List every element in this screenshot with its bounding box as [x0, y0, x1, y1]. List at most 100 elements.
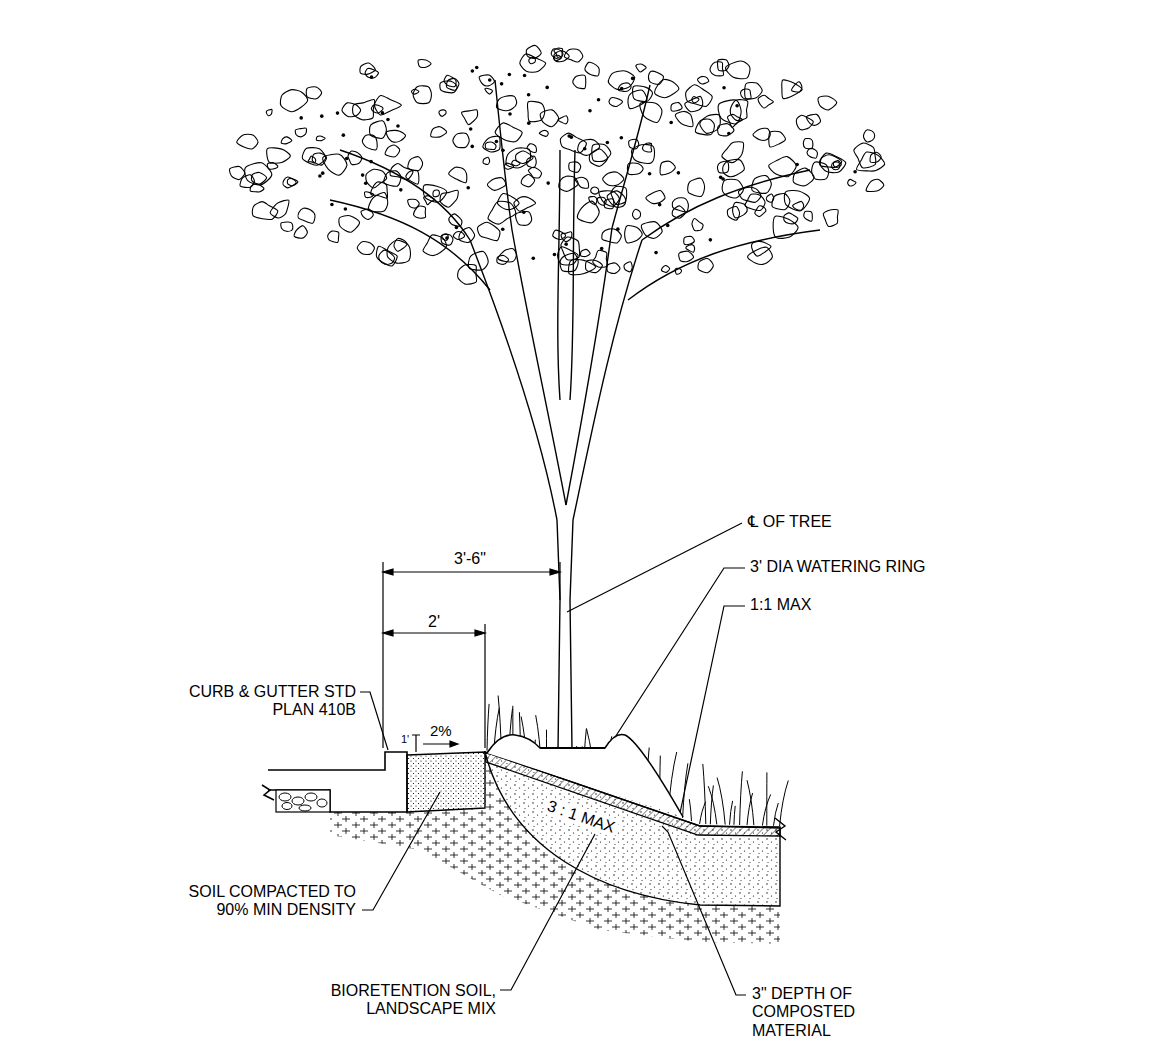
leaf-cluster	[560, 133, 586, 153]
leaf-dot	[522, 210, 526, 214]
grass-blade	[717, 778, 725, 825]
leaf-cluster	[685, 96, 703, 111]
leaf-cluster	[266, 109, 272, 115]
leaf-dot	[318, 174, 322, 178]
leaf-cluster	[597, 197, 606, 205]
leaf-cluster	[755, 206, 766, 217]
leaf-cluster	[803, 138, 813, 148]
leaf-cluster	[281, 137, 292, 144]
leaf-cluster	[581, 249, 591, 256]
leaf-cluster	[662, 266, 670, 273]
leaf-cluster	[376, 246, 397, 266]
leaf-cluster	[812, 162, 829, 180]
leaf-cluster	[302, 148, 325, 166]
leaf-cluster	[339, 216, 360, 233]
leaf-cluster	[561, 237, 580, 260]
leaf-cluster	[462, 110, 478, 125]
leaf-cluster	[806, 114, 820, 125]
leaf-cluster	[483, 136, 500, 152]
leaf-cluster	[823, 209, 838, 226]
leaf-cluster	[478, 222, 500, 240]
leaf-cluster	[627, 163, 643, 175]
leaf-cluster	[675, 268, 681, 274]
leaf-dot	[531, 256, 535, 260]
leaf-cluster	[592, 144, 611, 162]
leaf-cluster	[468, 251, 488, 270]
leaf-cluster	[671, 103, 682, 112]
leaf-dot	[606, 141, 610, 145]
grass-blade	[487, 704, 489, 751]
leaf-cluster	[820, 155, 842, 168]
leaf-cluster	[611, 186, 627, 204]
leaf-cluster	[306, 87, 321, 99]
leaf-dot	[677, 171, 681, 175]
tree-branch	[573, 240, 642, 520]
leaf-cluster	[722, 142, 744, 163]
leaf-cluster	[753, 128, 770, 140]
leaf-cluster	[267, 148, 291, 164]
leaf-cluster	[418, 59, 431, 67]
leaf-cluster	[593, 250, 608, 267]
leaf-cluster	[316, 136, 325, 141]
leaf-cluster	[554, 51, 570, 62]
leaf-cluster	[413, 86, 431, 104]
leaf-cluster	[441, 234, 453, 245]
leaf-cluster	[796, 115, 813, 130]
leaf-cluster	[641, 222, 662, 239]
leaf-cluster	[578, 140, 600, 156]
leaf-cluster	[423, 235, 446, 256]
leaf-cluster	[695, 119, 714, 135]
leaf-cluster	[529, 58, 536, 64]
watering-ring	[487, 735, 683, 817]
leader-lines	[360, 523, 746, 995]
grass-blade	[710, 785, 713, 824]
leaf-cluster	[390, 164, 413, 180]
leaf-cluster	[636, 64, 646, 72]
dimension-label: 1'	[401, 733, 409, 746]
leaf-cluster	[792, 82, 802, 92]
leaf-dot	[344, 207, 348, 211]
leaf-cluster	[270, 200, 289, 218]
leaf-cluster	[449, 167, 467, 183]
leaf-dot	[399, 188, 403, 192]
leaf-cluster	[773, 216, 798, 238]
leaf-cluster	[442, 234, 448, 241]
leaf-cluster	[575, 177, 588, 188]
leaf-cluster	[698, 77, 709, 84]
leaf-dot	[396, 124, 400, 128]
leaf-cluster	[498, 249, 517, 262]
leaf-cluster	[528, 167, 541, 178]
callout-label: SOIL COMPACTED TO 90% MIN DENSITY	[172, 883, 356, 920]
leaf-cluster	[267, 163, 278, 170]
leaf-dot	[500, 82, 504, 86]
leaf-cluster	[602, 229, 622, 243]
leaf-cluster	[752, 175, 772, 193]
leaf-dot	[631, 77, 635, 81]
leaf-cluster	[479, 75, 494, 86]
leaf-cluster	[692, 218, 703, 230]
leaf-cluster	[633, 209, 641, 219]
leaf-dot	[342, 133, 346, 137]
leaf-cluster	[520, 54, 546, 72]
leaf-cluster	[655, 79, 679, 97]
leaf-dot	[445, 236, 449, 240]
leaf-dot	[853, 170, 857, 174]
leaf-cluster	[569, 162, 581, 172]
slope-label: 1:1 MAX	[750, 596, 811, 614]
leaf-cluster	[766, 194, 773, 202]
leaf-cluster	[362, 135, 377, 150]
leaf-dot	[795, 163, 799, 167]
leaf-dot	[475, 66, 479, 70]
leaf-cluster	[692, 96, 699, 102]
leaf-cluster	[348, 151, 362, 165]
leaf-dot	[299, 116, 303, 120]
leaf-cluster	[864, 130, 875, 142]
leaf-cluster	[672, 206, 685, 218]
leaf-cluster	[748, 247, 773, 264]
leaf-dot	[527, 93, 531, 97]
dimension-lines	[383, 562, 560, 752]
leaf-cluster	[360, 63, 375, 74]
leaf-cluster	[496, 96, 516, 111]
leaf-cluster	[591, 187, 599, 194]
leaf-cluster	[406, 170, 419, 184]
